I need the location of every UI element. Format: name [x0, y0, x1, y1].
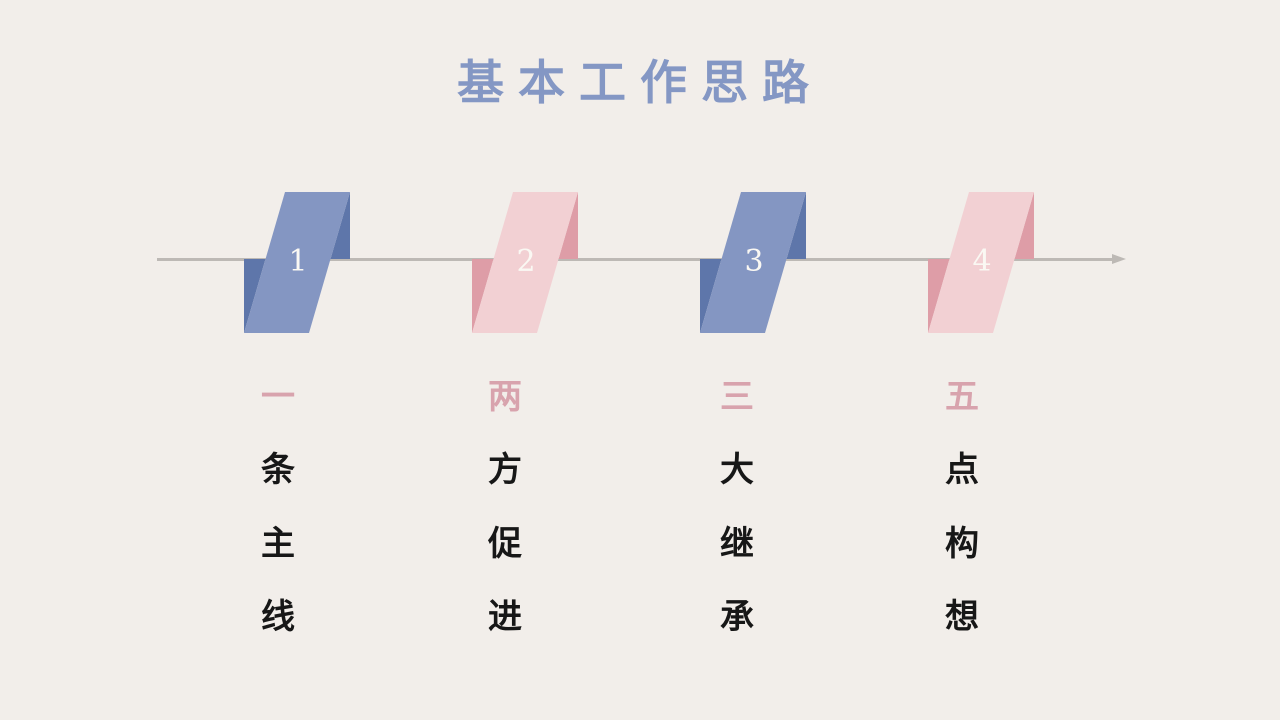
highlight-char: 一 — [261, 377, 295, 417]
ribbon-step-1: 1 — [244, 192, 350, 333]
word-column-2: 两 方 促 进 — [465, 361, 545, 655]
timeline-axis — [157, 258, 1113, 261]
body-char: 主 — [261, 523, 295, 564]
body-char: 大 — [720, 450, 754, 491]
word-column-4: 五 点 构 想 — [922, 361, 1002, 655]
folded-ribbon-icon: 3 — [700, 192, 806, 333]
ribbon-step-2: 2 — [472, 192, 578, 333]
slide-title: 基本工作思路 — [457, 56, 823, 111]
highlight-char: 两 — [488, 377, 522, 417]
folded-ribbon-icon: 1 — [244, 192, 350, 333]
body-char: 进 — [488, 597, 522, 638]
folded-ribbon-icon: 2 — [472, 192, 578, 333]
word-column-3: 三 大 继 承 — [697, 361, 777, 655]
folded-ribbon-icon: 4 — [928, 192, 1034, 333]
step-number: 2 — [516, 244, 535, 279]
word-column-1: 一 条 主 线 — [238, 361, 318, 655]
body-char: 构 — [945, 523, 979, 564]
body-char: 条 — [261, 450, 295, 491]
highlight-char: 三 — [720, 377, 754, 417]
ribbon-step-4: 4 — [928, 192, 1034, 333]
body-char: 线 — [261, 597, 295, 638]
body-char: 点 — [945, 450, 979, 491]
step-number: 1 — [288, 244, 307, 279]
highlight-char: 五 — [945, 377, 979, 417]
body-char: 促 — [488, 523, 522, 564]
body-char: 方 — [488, 450, 522, 491]
body-char: 想 — [945, 597, 979, 638]
step-number: 4 — [972, 244, 991, 279]
body-char: 承 — [720, 597, 754, 638]
body-char: 继 — [720, 523, 754, 564]
step-number: 3 — [744, 244, 763, 279]
arrow-right-icon — [1112, 254, 1126, 264]
ribbon-step-3: 3 — [700, 192, 806, 333]
